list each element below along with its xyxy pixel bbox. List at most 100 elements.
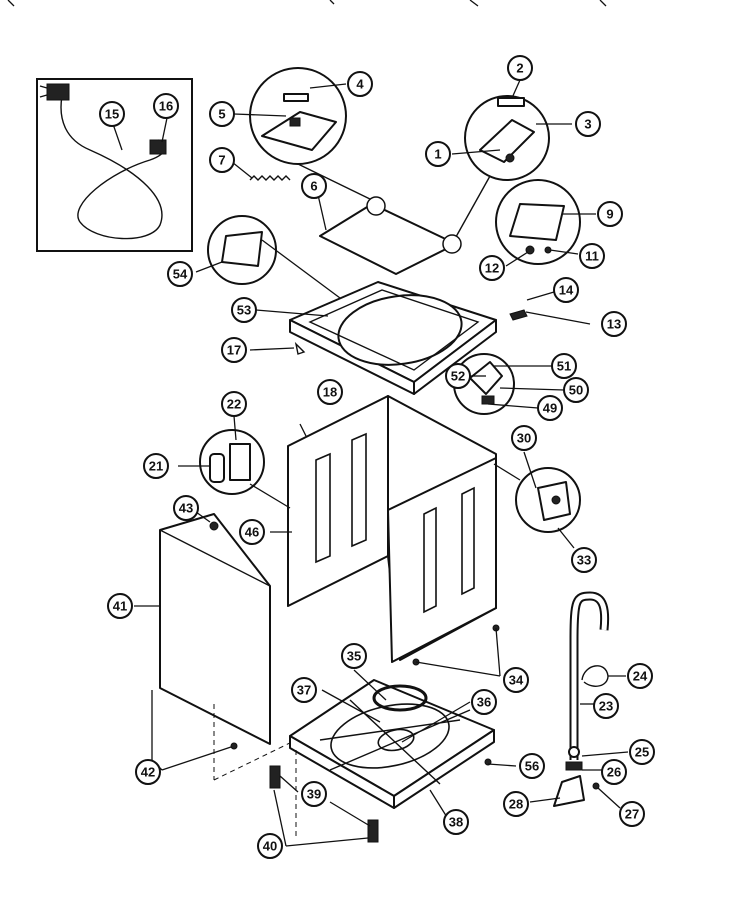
- callout-4: 4: [347, 71, 373, 97]
- svg-text:25: 25: [635, 745, 649, 760]
- callout-34: 34: [503, 667, 529, 693]
- svg-text:18: 18: [323, 385, 337, 400]
- callout-38: 38: [443, 809, 469, 835]
- callout-15: 17: [221, 337, 247, 363]
- valve-inset: [493, 451, 581, 549]
- svg-text:1: 1: [434, 147, 441, 162]
- svg-text:23: 23: [599, 699, 613, 714]
- svg-text:28: 28: [509, 797, 523, 812]
- svg-text:56: 56: [525, 759, 539, 774]
- callout-33: 33: [571, 547, 597, 573]
- callout-18: 18: [317, 379, 343, 405]
- svg-text:13: 13: [607, 317, 621, 332]
- timer-bracket-inset: [495, 179, 596, 267]
- svg-text:24: 24: [633, 669, 648, 684]
- callout-17: 16: [153, 93, 179, 119]
- svg-text:40: 40: [263, 839, 277, 854]
- svg-text:16: 16: [159, 99, 173, 114]
- svg-text:17: 17: [227, 343, 241, 358]
- callout-36: 36: [471, 689, 497, 715]
- lid-switch-inset: [451, 79, 572, 245]
- svg-text:37: 37: [297, 683, 311, 698]
- svg-text:34: 34: [509, 673, 524, 688]
- callout-11: 11: [579, 243, 605, 269]
- callout-46: 46: [239, 519, 265, 545]
- svg-text:7: 7: [218, 153, 225, 168]
- svg-text:52: 52: [451, 369, 465, 384]
- svg-text:30: 30: [517, 431, 531, 446]
- callout-1: 1: [425, 141, 451, 167]
- svg-text:53: 53: [237, 303, 251, 318]
- callout-39: 39: [301, 781, 327, 807]
- capacitor-inset: [178, 415, 291, 509]
- callout-12: 12: [479, 255, 505, 281]
- top-panel-53: [249, 281, 497, 395]
- svg-text:12: 12: [485, 261, 499, 276]
- callout-24: 24: [627, 663, 653, 689]
- callout-28: 28: [503, 791, 529, 817]
- lid-hinge-inset: [233, 67, 373, 201]
- callout-41: 42: [135, 759, 161, 785]
- screws-34: [412, 624, 501, 677]
- plug-icon: [46, 83, 70, 101]
- corner-bracket-54: [195, 215, 341, 299]
- callout-42: 41: [107, 593, 133, 619]
- callout-2: 2: [507, 55, 533, 81]
- foot-icon: [367, 819, 379, 843]
- svg-text:14: 14: [559, 283, 574, 298]
- svg-text:26: 26: [607, 765, 621, 780]
- front-panel-42: [134, 511, 297, 781]
- svg-text:36: 36: [477, 695, 491, 710]
- svg-text:54: 54: [173, 267, 188, 282]
- svg-text:27: 27: [625, 807, 639, 822]
- svg-text:42: 42: [141, 765, 155, 780]
- svg-text:3: 3: [584, 117, 591, 132]
- callout-9: 9: [597, 201, 623, 227]
- callout-37: 37: [291, 677, 317, 703]
- svg-text:33: 33: [577, 553, 591, 568]
- svg-text:38: 38: [449, 815, 463, 830]
- svg-text:2: 2: [516, 61, 523, 76]
- svg-text:5: 5: [218, 107, 225, 122]
- foot-icon: [269, 765, 281, 789]
- svg-text:15: 15: [105, 107, 119, 122]
- callout-49: 49: [537, 395, 563, 421]
- svg-text:11: 11: [585, 249, 599, 264]
- spring-7: [231, 161, 291, 181]
- svg-text:51: 51: [557, 359, 571, 374]
- svg-text:49: 49: [543, 401, 557, 416]
- svg-text:41: 41: [113, 599, 127, 614]
- svg-text:39: 39: [307, 787, 321, 802]
- callout-22: 22: [221, 391, 247, 417]
- svg-text:4: 4: [356, 77, 364, 92]
- callout-51: 51: [551, 353, 577, 379]
- leveling-feet: [269, 765, 379, 847]
- svg-text:22: 22: [227, 397, 241, 412]
- svg-text:46: 46: [245, 525, 259, 540]
- svg-text:9: 9: [606, 207, 613, 222]
- callout-7: 7: [209, 147, 235, 173]
- callout-56: 56: [519, 753, 545, 779]
- drain-hose: [529, 591, 629, 809]
- callout-21: 21: [143, 453, 169, 479]
- callout-27: 27: [619, 801, 645, 827]
- callout-30: 30: [511, 425, 537, 451]
- callout-14: 14: [553, 277, 579, 303]
- svg-text:50: 50: [569, 383, 583, 398]
- svg-text:6: 6: [310, 179, 317, 194]
- callout-35: 35: [341, 643, 367, 669]
- callout-25: 25: [629, 739, 655, 765]
- svg-text:21: 21: [149, 459, 163, 474]
- power-cord-inset: [36, 78, 193, 252]
- callout-16: 15: [99, 101, 125, 127]
- callout-43: 43: [173, 495, 199, 521]
- callout-13: 13: [601, 311, 627, 337]
- callout-3: 3: [575, 111, 601, 137]
- callout-50: 50: [563, 377, 589, 403]
- cropped-top-marks: [7, 0, 607, 7]
- callout-26: 26: [601, 759, 627, 785]
- callout-53: 53: [231, 297, 257, 323]
- cabinet: [270, 395, 497, 663]
- callout-6: 6: [301, 173, 327, 199]
